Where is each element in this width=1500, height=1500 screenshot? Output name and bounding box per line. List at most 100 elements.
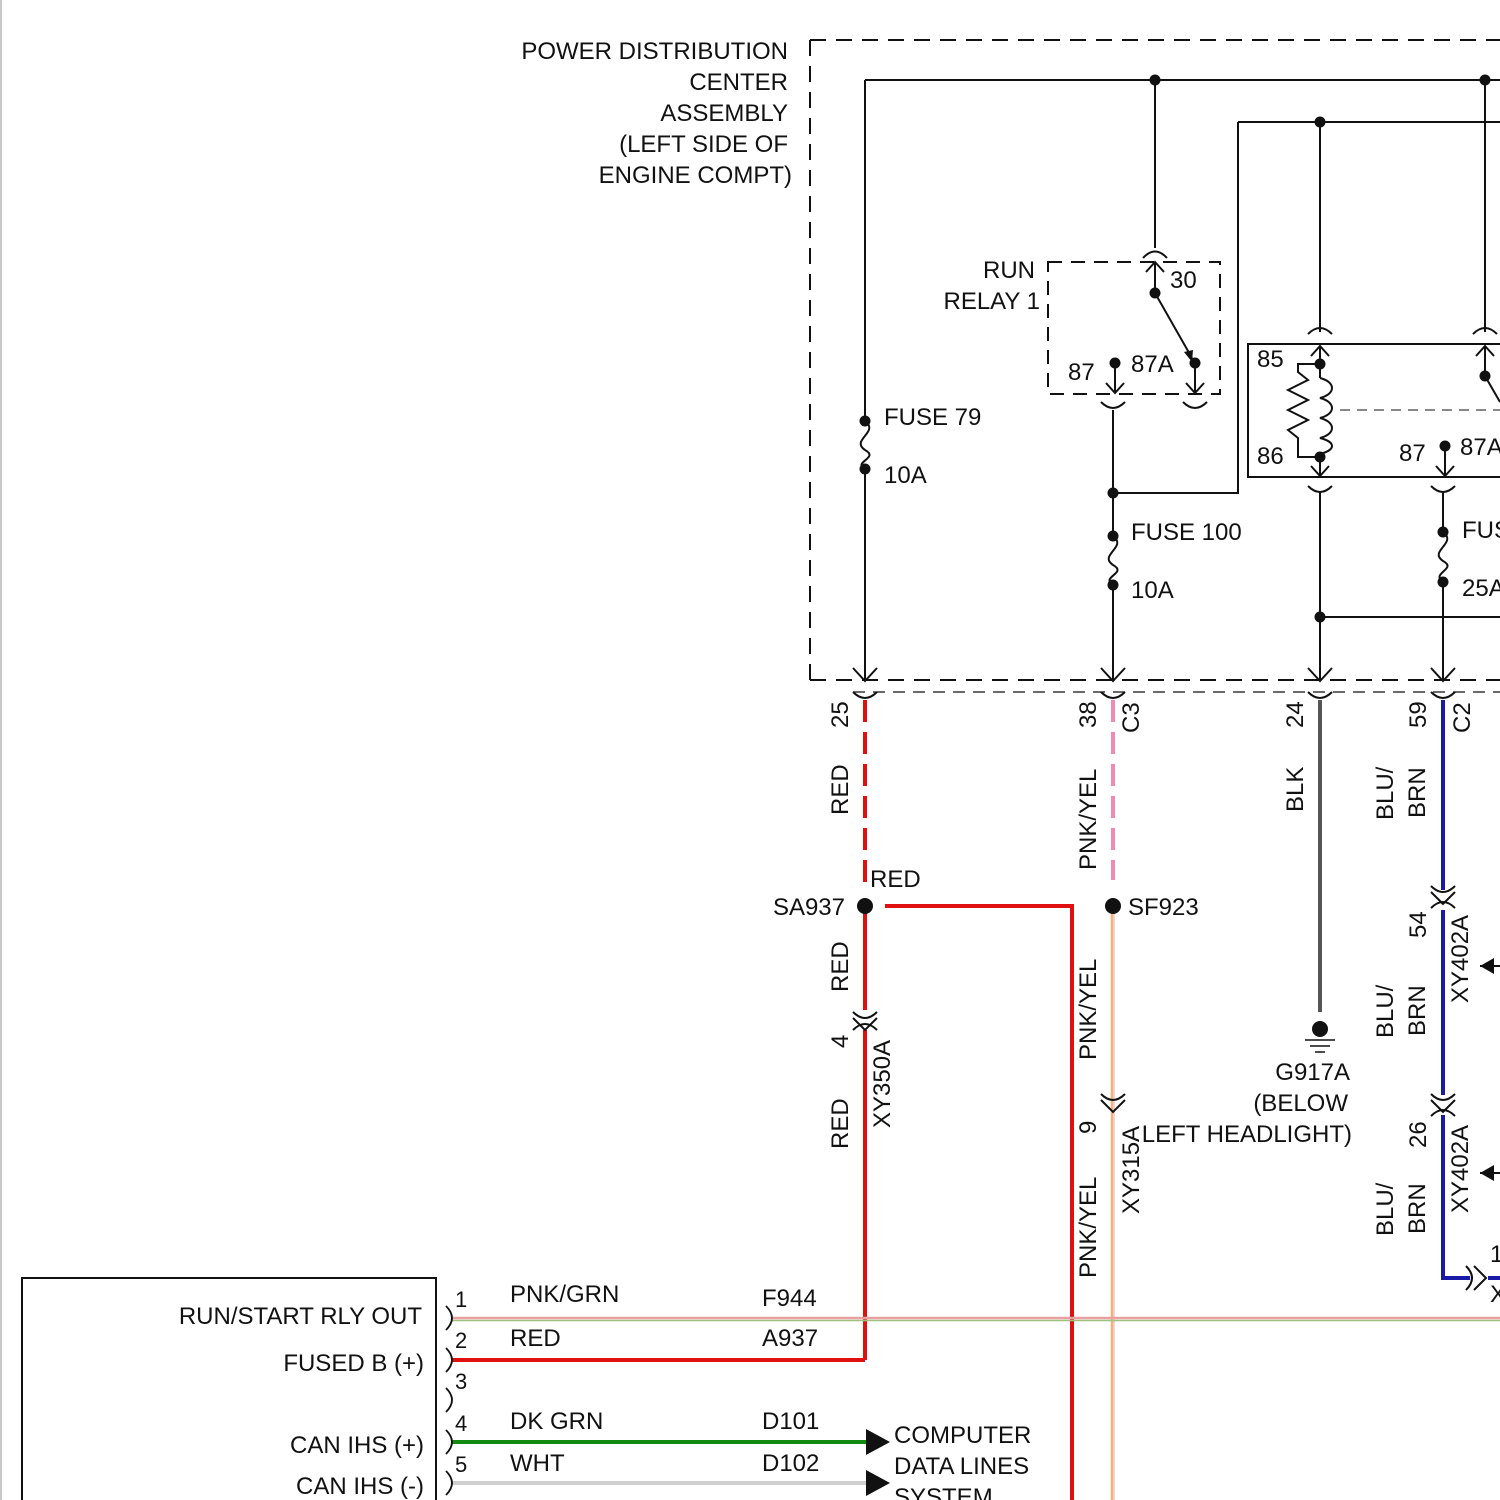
svg-text:BLK: BLK bbox=[1282, 767, 1309, 812]
svg-text:PNK/YEL: PNK/YEL bbox=[1075, 769, 1102, 870]
data-lines-label: COMPUTER DATA LINES SYSTEM bbox=[894, 1422, 1031, 1500]
module-connector bbox=[446, 1306, 452, 1495]
blu-brn-label-2: BLU/ BRN bbox=[1372, 984, 1431, 1038]
svg-text:FUS: FUS bbox=[1462, 517, 1500, 544]
fuse-79: FUSE 79 10A bbox=[860, 404, 982, 489]
connector-labels: 25 38 C3 24 59 C2 bbox=[827, 701, 1476, 733]
svg-text:SF923: SF923 bbox=[1128, 894, 1199, 921]
svg-text:4: 4 bbox=[827, 1035, 854, 1048]
svg-text:ENGINE COMPT): ENGINE COMPT) bbox=[599, 162, 792, 189]
svg-text:COMPUTER: COMPUTER bbox=[894, 1422, 1031, 1449]
connector-right-edge: 1 X bbox=[1466, 1241, 1500, 1308]
svg-text:PNK/GRN: PNK/GRN bbox=[510, 1281, 619, 1308]
svg-text:87A: 87A bbox=[1460, 434, 1500, 461]
splice-sa937: SA937 bbox=[773, 894, 873, 921]
svg-text:(LEFT SIDE OF: (LEFT SIDE OF bbox=[619, 131, 788, 158]
svg-text:F944: F944 bbox=[762, 1285, 817, 1312]
svg-text:X: X bbox=[1490, 1281, 1500, 1308]
svg-text:RELAY 1: RELAY 1 bbox=[943, 288, 1040, 315]
svg-text:30: 30 bbox=[1170, 267, 1197, 294]
svg-text:3: 3 bbox=[455, 1369, 467, 1394]
run-relay-1: RUN RELAY 1 30 87 87A bbox=[943, 252, 1220, 409]
svg-text:PNK/YEL: PNK/YEL bbox=[1075, 959, 1102, 1060]
blu-brn-label-3: BLU/ BRN bbox=[1372, 1182, 1431, 1236]
svg-text:87: 87 bbox=[1068, 359, 1095, 386]
svg-text:BRN: BRN bbox=[1404, 985, 1431, 1036]
svg-text:BLU/: BLU/ bbox=[1372, 984, 1399, 1038]
svg-text:FUSE 79: FUSE 79 bbox=[884, 404, 981, 431]
svg-text:9: 9 bbox=[1075, 1121, 1102, 1134]
svg-text:BLU/: BLU/ bbox=[1372, 766, 1399, 820]
svg-text:RED: RED bbox=[870, 866, 921, 893]
svg-text:LEFT HEADLIGHT): LEFT HEADLIGHT) bbox=[1142, 1121, 1352, 1148]
svg-text:D101: D101 bbox=[762, 1408, 819, 1435]
svg-text:C2: C2 bbox=[1449, 702, 1476, 733]
svg-text:C3: C3 bbox=[1118, 702, 1145, 733]
ground-g917a: G917A (BELOW LEFT HEADLIGHT) bbox=[1142, 1021, 1352, 1148]
blk-wire-column: BLK bbox=[1282, 700, 1320, 1012]
svg-text:WHT: WHT bbox=[510, 1450, 565, 1477]
svg-text:BRN: BRN bbox=[1404, 1183, 1431, 1234]
svg-text:FUSE 100: FUSE 100 bbox=[1131, 519, 1242, 546]
svg-text:RED: RED bbox=[827, 941, 854, 992]
svg-text:CENTER: CENTER bbox=[689, 69, 788, 96]
svg-text:(BELOW: (BELOW bbox=[1253, 1090, 1348, 1117]
svg-text:RED: RED bbox=[827, 764, 854, 815]
svg-text:10A: 10A bbox=[1131, 577, 1174, 604]
data-line-arrow-2 bbox=[866, 1470, 890, 1496]
pdc-output-arrows bbox=[853, 668, 1455, 698]
svg-text:XY402A: XY402A bbox=[1447, 1125, 1474, 1213]
relay-2: 85 86 87 87A bbox=[1248, 328, 1500, 492]
svg-text:25: 25 bbox=[827, 701, 854, 728]
svg-text:87: 87 bbox=[1399, 440, 1426, 467]
svg-text:5: 5 bbox=[455, 1452, 467, 1477]
pnk-grn-wire bbox=[452, 1318, 1500, 1321]
svg-text:2: 2 bbox=[455, 1328, 467, 1353]
module-pin-numbers: 1 2 3 4 5 bbox=[455, 1287, 467, 1477]
svg-text:DATA LINES: DATA LINES bbox=[894, 1453, 1029, 1480]
svg-text:SYSTEM: SYSTEM bbox=[894, 1484, 993, 1500]
svg-text:25A: 25A bbox=[1462, 575, 1500, 602]
svg-text:D102: D102 bbox=[762, 1450, 819, 1477]
svg-text:26: 26 bbox=[1405, 1121, 1432, 1148]
svg-text:87A: 87A bbox=[1131, 351, 1174, 378]
svg-text:54: 54 bbox=[1405, 911, 1432, 938]
svg-text:1: 1 bbox=[455, 1287, 467, 1312]
svg-text:XY350A: XY350A bbox=[869, 1040, 896, 1128]
svg-text:ASSEMBLY: ASSEMBLY bbox=[660, 100, 788, 127]
svg-text:10A: 10A bbox=[884, 462, 927, 489]
svg-text:RUN: RUN bbox=[983, 257, 1035, 284]
svg-text:86: 86 bbox=[1257, 443, 1284, 470]
svg-text:G917A: G917A bbox=[1275, 1059, 1350, 1086]
svg-text:1: 1 bbox=[1490, 1241, 1500, 1268]
pdc-title: POWER DISTRIBUTION CENTER ASSEMBLY (LEFT… bbox=[521, 38, 792, 189]
svg-text:CAN IHS (+): CAN IHS (+) bbox=[290, 1432, 424, 1459]
svg-text:RED: RED bbox=[827, 1098, 854, 1149]
svg-text:A937: A937 bbox=[762, 1325, 818, 1352]
svg-text:CAN IHS (-): CAN IHS (-) bbox=[296, 1473, 424, 1500]
svg-text:SA937: SA937 bbox=[773, 894, 845, 921]
svg-text:RUN/START RLY OUT: RUN/START RLY OUT bbox=[179, 1303, 422, 1330]
svg-text:4: 4 bbox=[455, 1411, 467, 1436]
svg-text:POWER DISTRIBUTION: POWER DISTRIBUTION bbox=[521, 38, 788, 65]
svg-text:PNK/YEL: PNK/YEL bbox=[1075, 1177, 1102, 1278]
svg-text:38: 38 bbox=[1075, 701, 1102, 728]
svg-text:59: 59 bbox=[1405, 701, 1432, 728]
wire-color-labels: PNK/GRN RED DK GRN WHT bbox=[510, 1281, 619, 1477]
pdc-bus-lines bbox=[865, 80, 1500, 680]
red-wire-column: RED RED RED RED bbox=[827, 700, 1072, 1500]
fuse-right: FUS 25A bbox=[1438, 517, 1500, 602]
data-line-arrow-1 bbox=[866, 1429, 890, 1455]
splice-sf923: SF923 bbox=[1105, 894, 1199, 921]
circuit-id-labels: F944 A937 D101 D102 bbox=[762, 1285, 819, 1477]
svg-text:BLU/: BLU/ bbox=[1372, 1182, 1399, 1236]
svg-text:DK GRN: DK GRN bbox=[510, 1408, 603, 1435]
svg-text:XY402A: XY402A bbox=[1447, 915, 1474, 1003]
module-box: RUN/START RLY OUT FUSED B (+) CAN IHS (+… bbox=[22, 1278, 436, 1500]
fuse-100: FUSE 100 10A bbox=[1108, 519, 1242, 604]
svg-text:24: 24 bbox=[1282, 701, 1309, 728]
svg-text:85: 85 bbox=[1257, 346, 1284, 373]
blu-brn-label-1: BLU/ BRN bbox=[1372, 766, 1431, 820]
blu-brn-wire-column: BLU/ BRN BLU/ BRN BLU/ BRN bbox=[1372, 700, 1500, 1278]
